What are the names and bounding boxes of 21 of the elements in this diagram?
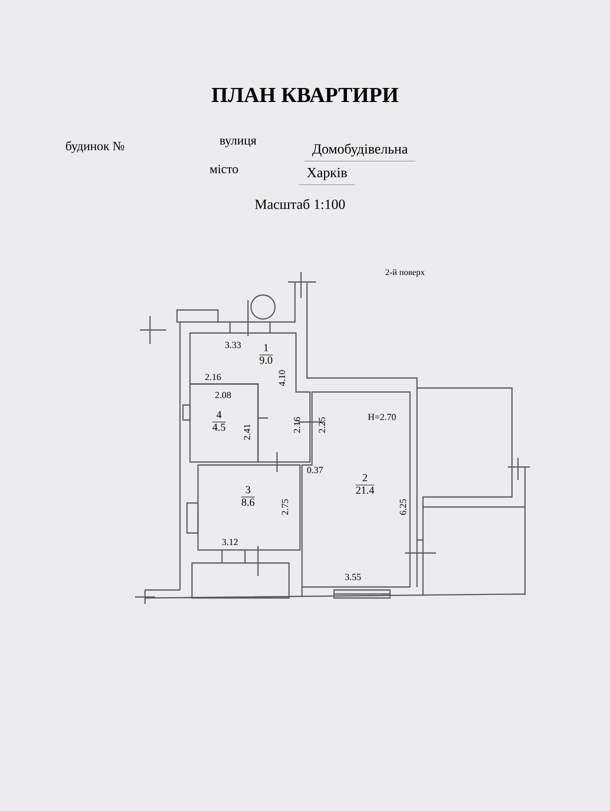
field-label: місто	[210, 164, 238, 174]
dimension-label: 3.33	[225, 342, 241, 348]
title: ПЛАН КВАРТИРИ	[212, 88, 398, 102]
dimension-label: 2.41	[244, 424, 250, 440]
dimension-label: 6.25	[400, 499, 406, 515]
dimension-label: 2.75	[282, 499, 288, 515]
scale-label: Масштаб 1:100	[255, 198, 345, 210]
field-label: вулиця	[220, 138, 256, 148]
field-value: Домобудівельна	[312, 144, 408, 157]
ceiling-height-label: H=2.70	[368, 414, 396, 420]
field-value: Харків	[307, 168, 347, 180]
dimension-label: 0.37	[307, 466, 323, 474]
dimension-label: 3.12	[222, 538, 238, 546]
dimension-label: 2.16	[294, 417, 300, 433]
dimension-label: 2.16	[205, 374, 221, 380]
dimension-label: 2.25	[318, 417, 326, 433]
dimension-label: 4.10	[278, 370, 286, 386]
dimension-label: 2.08	[215, 392, 231, 398]
floor-label: 2-й поверх	[386, 269, 425, 277]
field-label: будинок №	[66, 141, 124, 153]
dimension-label: 3.55	[345, 574, 361, 580]
